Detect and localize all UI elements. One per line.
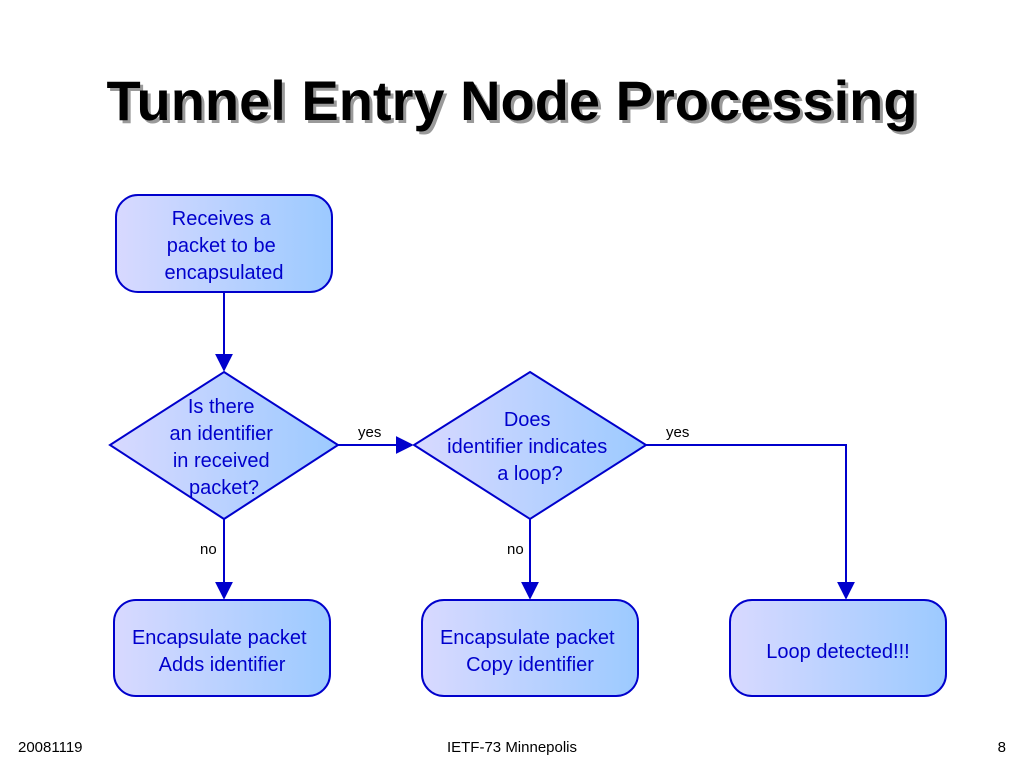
footer-page-number: 8: [998, 739, 1006, 756]
slide-title: Tunnel Entry Node Processing Tunnel Entr…: [106, 69, 920, 135]
footer-date: 20081119: [18, 739, 83, 756]
footer-event: IETF-73 Minnepolis: [447, 739, 577, 756]
node-encapsulate-copy-line-1: Encapsulate packet: [440, 627, 615, 649]
decision-identifier-present-text: Is there an identifier in received packe…: [170, 396, 279, 499]
decision-identifier-present: Is there an identifier in received packe…: [108, 370, 340, 521]
node-loop-detected-text: Loop detected!!!: [766, 641, 909, 663]
node-encapsulate-copy-identifier: Encapsulate packet Copy identifier: [421, 599, 639, 697]
edges: [215, 292, 855, 600]
edge-label-yes-loop: yes: [666, 424, 689, 441]
node-receives-packet-text: Receives a packet to be encapsulated: [165, 208, 284, 284]
slide-title-text: Tunnel Entry Node Processing: [106, 69, 917, 132]
node-encapsulate-copy-text: Encapsulate packet Copy identifier: [440, 627, 620, 676]
node-encapsulate-add-text: Encapsulate packet Adds identifier: [132, 627, 312, 676]
edge-label-no-identifier: no: [200, 541, 217, 558]
edge-loop-check-to-loop-detected: [646, 444, 855, 600]
edge-label-no-loop: no: [507, 541, 524, 558]
decision-loop-indicated-shape: [412, 370, 648, 521]
node-receives-packet: Receives a packet to be encapsulated: [115, 194, 333, 293]
decision-loop-line-3: a loop?: [497, 463, 563, 485]
node-loop-detected: Loop detected!!!: [729, 599, 947, 697]
node-encapsulate-copy-line-2: Copy identifier: [466, 654, 594, 676]
node-receives-packet-line-3: encapsulated: [165, 262, 284, 284]
node-receives-packet-line-1: Receives a: [172, 208, 272, 230]
slide-title-shadow: Tunnel Entry Node Processing: [109, 72, 920, 135]
node-receives-packet-shape: [115, 194, 333, 293]
decision-loop-line-1: Does: [504, 409, 551, 431]
decision-identifier-present-shape: [108, 370, 340, 521]
node-receives-packet-line-2: packet to be: [167, 235, 276, 257]
node-loop-detected-line-1: Loop detected!!!: [766, 641, 909, 663]
decision-loop-line-2: identifier indicates: [447, 436, 607, 458]
edge-label-yes-identifier: yes: [358, 424, 381, 441]
node-encapsulate-copy-shape: [421, 599, 639, 697]
node-loop-detected-shape: [729, 599, 947, 697]
decision-identifier-line-3: in received: [173, 450, 270, 472]
decision-identifier-line-1: Is there: [188, 396, 255, 418]
node-encapsulate-add-shape: [113, 599, 331, 697]
decision-identifier-line-2: an identifier: [170, 423, 274, 445]
decision-identifier-line-4: packet?: [189, 477, 259, 499]
node-encapsulate-add-line-2: Adds identifier: [159, 654, 286, 676]
decision-loop-indicated: Does identifier indicates a loop?: [412, 370, 648, 521]
node-encapsulate-add-identifier: Encapsulate packet Adds identifier: [113, 599, 331, 697]
decision-loop-indicated-text: Does identifier indicates a loop?: [447, 409, 613, 485]
node-encapsulate-add-line-1: Encapsulate packet: [132, 627, 307, 649]
